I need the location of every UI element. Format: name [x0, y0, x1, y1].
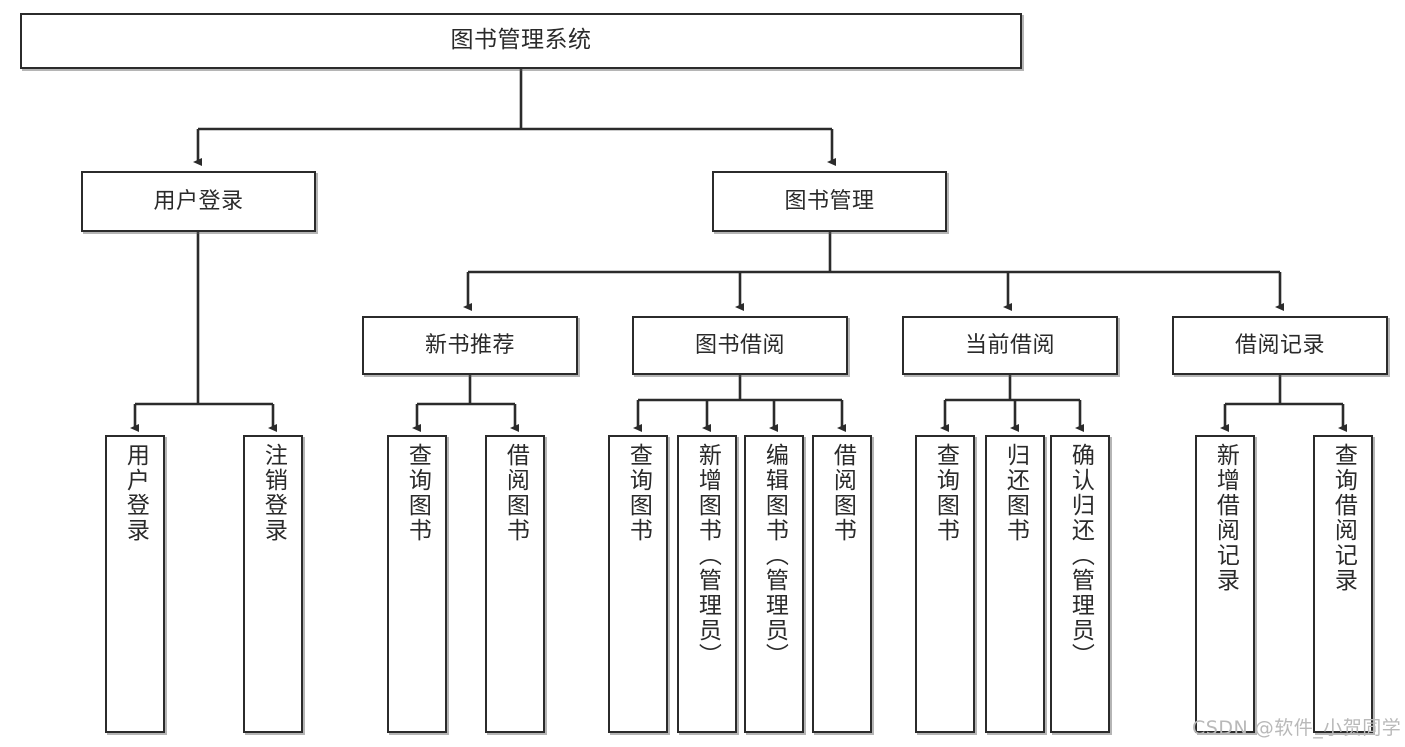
- node-leaf-query-book-1[interactable]: 查询图书: [387, 435, 447, 733]
- node-user-login-label: 用户登录: [153, 188, 244, 214]
- node-leaf-logout[interactable]: 注销登录: [243, 435, 303, 733]
- node-leaf-query-book-3[interactable]: 查询图书: [915, 435, 975, 733]
- node-leaf-query-book-2-label: 查询图书: [625, 443, 652, 543]
- node-borrowing-records[interactable]: 借阅记录: [1172, 316, 1388, 375]
- node-leaf-query-book-2[interactable]: 查询图书: [608, 435, 668, 733]
- node-borrowing-records-label: 借阅记录: [1234, 332, 1325, 358]
- node-book-management-label: 图书管理: [784, 188, 875, 214]
- node-current-borrowing[interactable]: 当前借阅: [902, 316, 1118, 375]
- node-book-borrowing-label: 图书借阅: [694, 332, 785, 358]
- node-user-login[interactable]: 用户登录: [81, 171, 316, 232]
- node-root[interactable]: 图书管理系统: [20, 13, 1022, 69]
- node-leaf-return-book-label: 归还图书: [1002, 443, 1029, 543]
- node-leaf-query-book-1-label: 查询图书: [404, 443, 431, 543]
- node-leaf-borrow-book-1-label: 借阅图书: [502, 443, 529, 543]
- node-leaf-confirm-return-label: 确认归还（管理员）: [1067, 443, 1094, 668]
- node-book-management[interactable]: 图书管理: [712, 171, 947, 232]
- node-new-book-recommendation-label: 新书推荐: [424, 332, 515, 358]
- node-root-label: 图书管理系统: [450, 27, 592, 54]
- node-book-borrowing[interactable]: 图书借阅: [632, 316, 848, 375]
- node-leaf-return-book[interactable]: 归还图书: [985, 435, 1045, 733]
- node-current-borrowing-label: 当前借阅: [964, 332, 1055, 358]
- node-new-book-recommendation[interactable]: 新书推荐: [362, 316, 578, 375]
- node-leaf-add-record-label: 新增借阅记录: [1212, 443, 1239, 593]
- node-leaf-query-book-3-label: 查询图书: [932, 443, 959, 543]
- node-leaf-borrow-book-1[interactable]: 借阅图书: [485, 435, 545, 733]
- node-leaf-borrow-book-2[interactable]: 借阅图书: [812, 435, 872, 733]
- node-leaf-user-login-label: 用户登录: [122, 443, 149, 543]
- node-leaf-user-login[interactable]: 用户登录: [105, 435, 165, 733]
- node-leaf-logout-label: 注销登录: [260, 443, 287, 543]
- node-leaf-edit-book[interactable]: 编辑图书（管理员）: [744, 435, 804, 733]
- node-leaf-confirm-return[interactable]: 确认归还（管理员）: [1050, 435, 1110, 733]
- node-leaf-query-record[interactable]: 查询借阅记录: [1313, 435, 1373, 733]
- node-leaf-add-book-label: 新增图书（管理员）: [694, 443, 721, 668]
- node-leaf-query-record-label: 查询借阅记录: [1330, 443, 1357, 593]
- node-leaf-edit-book-label: 编辑图书（管理员）: [761, 443, 788, 668]
- watermark: CSDN @软件_小贺同学: [1192, 717, 1402, 739]
- node-leaf-borrow-book-2-label: 借阅图书: [829, 443, 856, 543]
- node-leaf-add-record[interactable]: 新增借阅记录: [1195, 435, 1255, 733]
- node-leaf-add-book[interactable]: 新增图书（管理员）: [677, 435, 737, 733]
